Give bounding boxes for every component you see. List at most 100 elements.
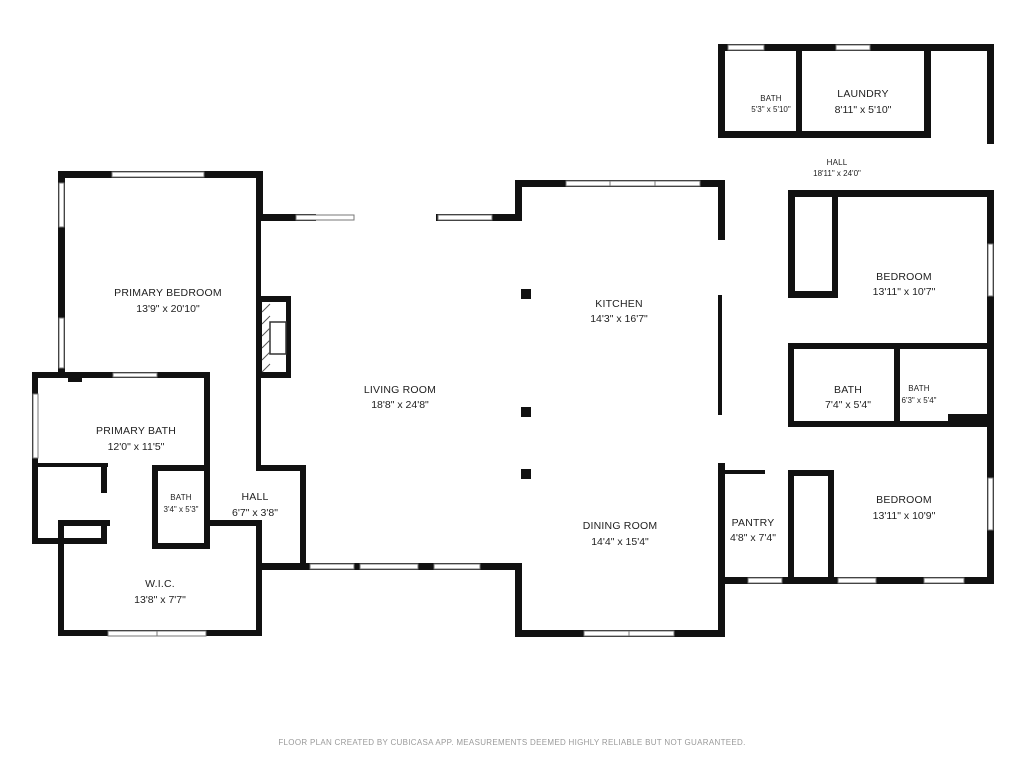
room-name-primary-bedroom: PRIMARY BEDROOM (114, 287, 222, 299)
window (433, 563, 481, 570)
wall (788, 291, 838, 298)
wall (515, 563, 522, 637)
window (295, 214, 355, 221)
room-dims-pantry: 4'8" x 7'4" (730, 532, 776, 544)
room-dims-primary-bedroom: 13'9" x 20'10" (136, 303, 200, 315)
room-name-bedroom-lower: BEDROOM (876, 494, 932, 506)
room-name-primary-bath: PRIMARY BATH (96, 425, 176, 437)
fireplace-firebox (269, 321, 287, 355)
window (359, 563, 419, 570)
wall (718, 180, 725, 240)
room-dims-bath-top: 5'3" x 5'10" (751, 105, 791, 114)
room-dims-wic: 13'8" x 7'7" (134, 594, 186, 606)
window (837, 577, 877, 584)
window (727, 44, 765, 51)
window (112, 372, 158, 378)
room-name-bath-top: BATH (760, 94, 782, 103)
fireplace (261, 296, 291, 378)
wall (256, 171, 263, 221)
wall (101, 463, 107, 493)
pillar (521, 469, 531, 479)
room-name-laundry: LAUNDRY (837, 88, 888, 100)
wall (788, 470, 794, 584)
wall (58, 520, 110, 526)
wall (204, 520, 262, 526)
wall (38, 463, 108, 467)
room-dims-hall-right: 18'11" x 24'0" (813, 169, 861, 178)
room-name-hall-left: HALL (241, 491, 268, 503)
window (987, 477, 994, 531)
window (437, 214, 493, 221)
room-name-bedroom-upper: BEDROOM (876, 271, 932, 283)
room-name-wic: W.I.C. (145, 578, 175, 590)
room-dims-bath-mid: 7'4" x 5'4" (825, 399, 871, 411)
disclaimer-footer: FLOOR PLAN CREATED BY CUBICASA APP. MEAS… (278, 738, 745, 747)
window (987, 243, 994, 297)
pillars (68, 289, 531, 479)
room-dims-hall-left: 6'7" x 3'8" (232, 507, 278, 519)
wall (58, 171, 65, 374)
wall (101, 520, 107, 544)
room-labels: PRIMARY BEDROOM 13'9" x 20'10" PRIMARY B… (96, 88, 937, 606)
wall (152, 543, 210, 549)
pillar (521, 407, 531, 417)
room-name-bath-mid: BATH (834, 384, 862, 396)
walls (32, 44, 994, 637)
wall (788, 190, 795, 298)
wall (718, 295, 722, 415)
room-dims-dining-room: 14'4" x 15'4" (591, 536, 649, 548)
window (58, 182, 65, 228)
wall (204, 372, 210, 548)
wall (718, 44, 725, 138)
wall (32, 538, 107, 544)
room-dims-bedroom-upper: 13'11" x 10'7" (873, 286, 936, 298)
wall (788, 470, 834, 476)
wall (796, 44, 802, 138)
window (32, 393, 39, 459)
wall (256, 214, 316, 221)
wall (788, 421, 994, 427)
wall (256, 526, 262, 636)
wall (718, 463, 725, 637)
wall (718, 131, 928, 138)
wall (788, 343, 794, 427)
wall (152, 465, 158, 549)
wall (256, 465, 306, 471)
wall (832, 190, 838, 298)
room-dims-bath-small-left: 3'4" x 5'3" (164, 505, 199, 514)
wall (948, 414, 994, 427)
windows (32, 44, 994, 637)
wall (256, 221, 261, 468)
window (58, 317, 65, 369)
room-name-bath-small-left: BATH (170, 493, 192, 502)
wall (828, 470, 834, 584)
room-dims-living-room: 18'8" x 24'8" (371, 399, 429, 411)
window (111, 171, 205, 178)
room-name-living-room: LIVING ROOM (364, 384, 436, 396)
wall (788, 343, 994, 349)
room-dims-bath-mid-small: 6'3" x 5'4" (902, 396, 937, 405)
window (835, 44, 871, 51)
wall (894, 343, 900, 423)
room-dims-laundry: 8'11" x 5'10" (835, 104, 892, 116)
window (923, 577, 965, 584)
pillar (521, 289, 531, 299)
wall (515, 180, 522, 221)
room-name-hall-right: HALL (827, 158, 848, 167)
wall (300, 465, 306, 565)
window (309, 563, 355, 570)
room-name-dining-room: DINING ROOM (583, 520, 658, 532)
wall (987, 190, 994, 430)
room-name-kitchen: KITCHEN (595, 298, 643, 310)
room-dims-primary-bath: 12'0" x 11'5" (108, 441, 165, 453)
wall (152, 465, 210, 471)
room-name-pantry: PANTRY (732, 517, 775, 529)
room-dims-bedroom-lower: 13'11" x 10'9" (873, 510, 936, 522)
wall (725, 470, 765, 474)
window (747, 577, 783, 584)
wall (788, 577, 994, 584)
room-dims-kitchen: 14'3" x 16'7" (590, 313, 648, 325)
wall (987, 44, 994, 144)
wall (58, 520, 64, 636)
